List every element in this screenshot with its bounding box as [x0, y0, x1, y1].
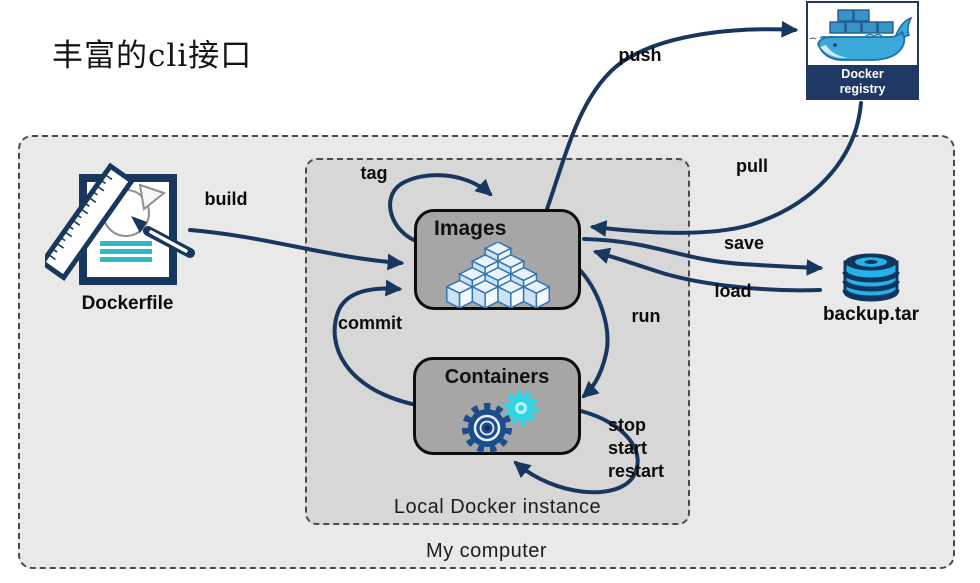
local-docker-instance-label: Local Docker instance	[393, 496, 602, 518]
gears-icon	[462, 390, 539, 453]
database-icon	[842, 253, 900, 302]
backup-tar-label: backup.tar	[822, 304, 920, 325]
stop-start-restart-label: stop start restart	[608, 414, 664, 483]
push-label: push	[618, 45, 662, 65]
containers-node: Containers	[413, 357, 581, 455]
save-label: save	[723, 233, 765, 253]
dockerfile-label: Dockerfile	[81, 293, 174, 314]
images-title: Images	[434, 217, 507, 240]
restart-label: restart	[608, 461, 665, 481]
dockerfile-node: Dockerfile	[38, 162, 210, 315]
dockerfile-icon	[38, 162, 195, 285]
docker-whale-icon	[809, 9, 913, 61]
backup-tar-node: backup.tar	[808, 250, 934, 326]
small-gear-icon	[503, 390, 539, 426]
load-label: load	[714, 281, 752, 301]
magnifier-icon	[131, 216, 195, 258]
commit-label: commit	[337, 313, 403, 333]
docker-registry-label: Docker registry	[808, 65, 917, 98]
page-title: 丰富的cli接口	[52, 38, 253, 74]
stop-label: stop	[608, 415, 646, 435]
containers-title: Containers	[444, 366, 550, 388]
images-node: Images	[414, 209, 581, 310]
ruler-icon	[38, 162, 136, 281]
pull-label: pull	[736, 156, 768, 176]
run-label: run	[631, 306, 661, 326]
tag-label: tag	[360, 163, 388, 183]
docker-registry-node: Docker registry	[806, 1, 919, 100]
start-label: start	[608, 438, 648, 458]
images-cubes-icon	[445, 242, 550, 308]
my-computer-label: My computer	[425, 540, 548, 562]
build-label: build	[204, 189, 248, 209]
big-gear-icon	[462, 403, 512, 453]
